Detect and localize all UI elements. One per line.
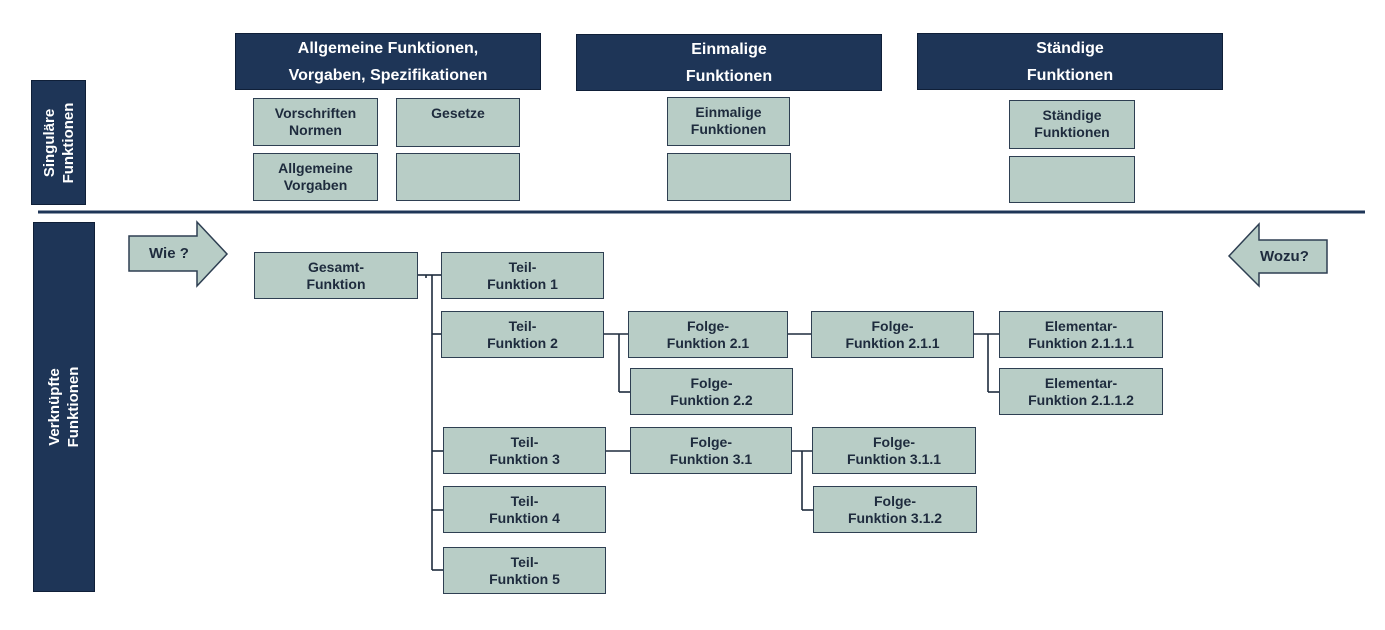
singular-functions-sidebar: Singuläre Funktionen (31, 80, 86, 205)
node-folge-funktion-2-1: Folge- Funktion 2.1 (628, 311, 788, 358)
node-teil-funktion-4: Teil- Funktion 4 (443, 486, 606, 533)
wozu-arrow-label: Wozu? (1260, 248, 1309, 265)
header-permanent-functions: Ständige Funktionen (917, 33, 1223, 90)
node-folge-funktion-3-1-1: Folge- Funktion 3.1.1 (812, 427, 976, 474)
box-allgemeine-vorgaben: Allgemeine Vorgaben (253, 153, 378, 201)
box-staendige-funktionen: Ständige Funktionen (1009, 100, 1135, 149)
node-teil-funktion-5: Teil- Funktion 5 (443, 547, 606, 594)
node-gesamt-funktion: Gesamt- Funktion (254, 252, 418, 299)
header-general-functions: Allgemeine Funktionen, Vorgaben, Spezifi… (235, 33, 541, 90)
node-folge-funktion-3-1-2: Folge- Funktion 3.1.2 (813, 486, 977, 533)
node-elementar-funktion-2-1-1-2: Elementar- Funktion 2.1.1.2 (999, 368, 1163, 415)
box-vorschriften-normen: Vorschriften Normen (253, 98, 378, 146)
node-teil-funktion-3: Teil- Funktion 3 (443, 427, 606, 474)
header-one-time-functions: Einmalige Funktionen (576, 34, 882, 91)
left-arrow-shape (1227, 222, 1328, 288)
node-elementar-funktion-2-1-1-1: Elementar- Funktion 2.1.1.1 (999, 311, 1163, 358)
node-folge-funktion-2-1-1: Folge- Funktion 2.1.1 (811, 311, 974, 358)
box-empty-general (396, 153, 520, 201)
wie-arrow-label: Wie ? (149, 245, 189, 262)
node-folge-funktion-2-2: Folge- Funktion 2.2 (630, 368, 793, 415)
box-einmalige-funktionen: Einmalige Funktionen (667, 97, 790, 146)
linked-functions-sidebar: Verknüpfte Funktionen (33, 222, 95, 592)
node-teil-funktion-2: Teil- Funktion 2 (441, 311, 604, 358)
node-folge-funktion-3-1: Folge- Funktion 3.1 (630, 427, 792, 474)
box-empty-one-time (667, 153, 791, 201)
node-teil-funktion-1: Teil- Funktion 1 (441, 252, 604, 299)
box-gesetze: Gesetze (396, 98, 520, 147)
right-arrow-shape (128, 220, 229, 288)
box-empty-permanent (1009, 156, 1135, 203)
